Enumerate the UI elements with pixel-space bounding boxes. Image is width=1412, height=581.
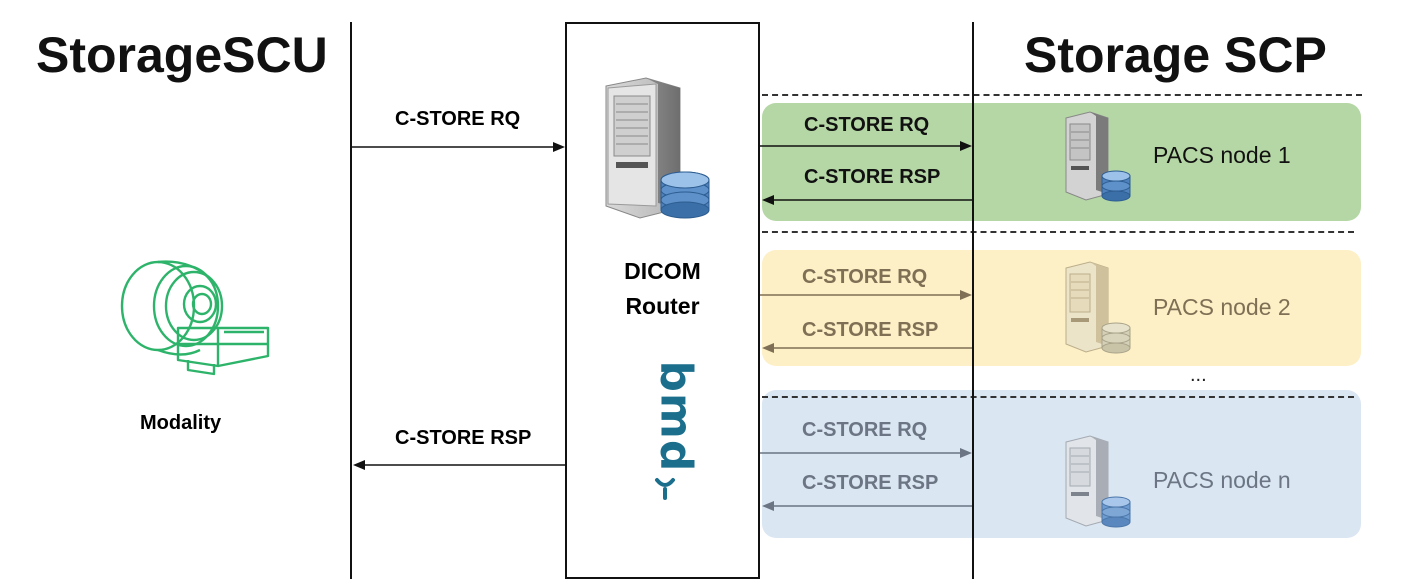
node2-response-arrow [762,343,972,353]
separator-middle [762,231,1354,233]
bmd-logo-text: bmd [650,360,702,473]
server-database-icon [605,77,710,219]
noden-request-arrow [760,448,972,458]
storage-scu-title: StorageSCU [36,27,328,83]
noden-response-arrow [762,501,972,511]
node1-response-arrow [762,195,972,205]
bmd-logo: bmd [626,361,706,500]
scu-response-arrow [353,460,565,470]
storage-scp-title: Storage SCP [1024,27,1327,83]
more-nodes-ellipsis: ... [1190,364,1207,386]
node1-response-label: C-STORE RSP [804,166,941,188]
scp-lifeline [972,22,974,579]
pacs-node-n-server-icon [1065,435,1131,528]
bmd-logo-mark-icon [655,478,675,500]
node2-request-label: C-STORE RQ [802,266,928,288]
modality-label: Modality [140,412,222,434]
separator-bottom [762,396,1354,398]
router-label-line2: Router [625,293,700,319]
pacs-node-1-label: PACS node 1 [1153,142,1291,168]
separator-top [762,94,1362,96]
pacs-node-n-band [762,390,1361,538]
node2-request-arrow [760,290,972,300]
scu-response-label: C-STORE RSP [395,427,532,449]
noden-request-label: C-STORE RQ [802,419,928,441]
scu-lifeline [350,22,352,579]
mri-scanner-icon [120,260,270,376]
node1-request-label: C-STORE RQ [804,114,930,136]
node2-response-label: C-STORE RSP [802,319,939,341]
pacs-node-n-label: PACS node n [1153,467,1291,493]
pacs-node-2-label: PACS node 2 [1153,294,1291,320]
noden-response-label: C-STORE RSP [802,472,939,494]
scu-request-label: C-STORE RQ [395,108,521,130]
pacs-node-2-band [762,250,1361,366]
router-label-line1: DICOM [624,258,701,284]
node1-request-arrow [760,141,972,151]
pacs-node-1-band [762,103,1361,221]
pacs-node-1-server-icon [1065,111,1131,202]
pacs-node-2-server-icon [1065,261,1131,354]
scu-request-arrow [351,142,565,152]
